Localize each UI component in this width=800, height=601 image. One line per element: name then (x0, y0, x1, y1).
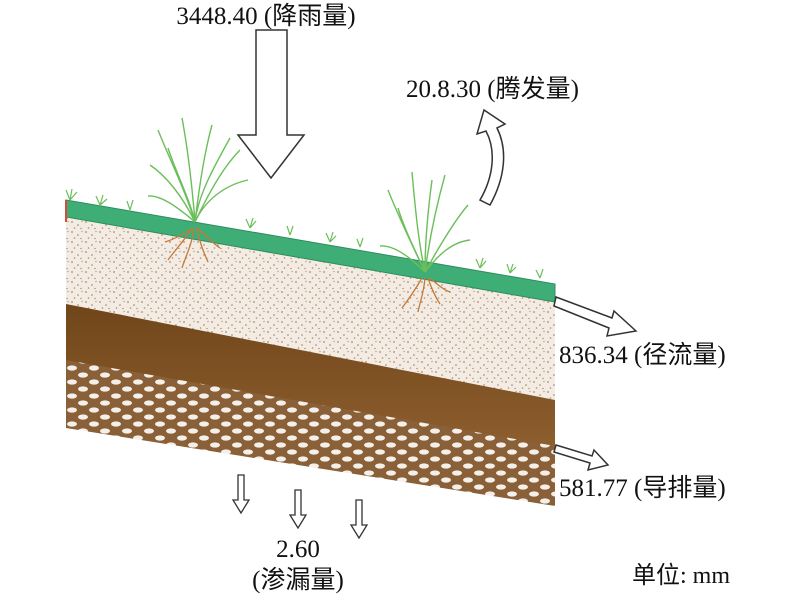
unit-label: 单位: mm (632, 563, 731, 589)
seepage-value: 2.60 (276, 536, 320, 563)
drainage-arrow (553, 444, 610, 472)
seepage-arrow-3 (349, 499, 369, 540)
seepage-arrow-1 (231, 474, 251, 515)
rainfall-label: 3448.40 (降雨量) (176, 3, 356, 30)
plant-right (379, 171, 471, 313)
runoff-arrow (553, 295, 638, 337)
evaporation-arrow (475, 108, 507, 206)
seepage-arrow-2 (288, 489, 308, 530)
drainage-label: 581.77 (导排量) (559, 475, 726, 502)
plant-left (147, 117, 249, 269)
grass-tufts (65, 188, 544, 279)
gravel-layer (66, 350, 555, 506)
seepage-label: (渗漏量) (252, 567, 344, 594)
drainage-layer (66, 300, 555, 446)
runoff-label: 836.34 (径流量) (559, 342, 726, 369)
evaporation-label: 20.8.30 (腾发量) (406, 76, 579, 103)
roots-left (164, 227, 221, 269)
soil-layer (66, 216, 555, 400)
rainfall-arrow (236, 29, 306, 180)
roots-right (401, 277, 451, 313)
